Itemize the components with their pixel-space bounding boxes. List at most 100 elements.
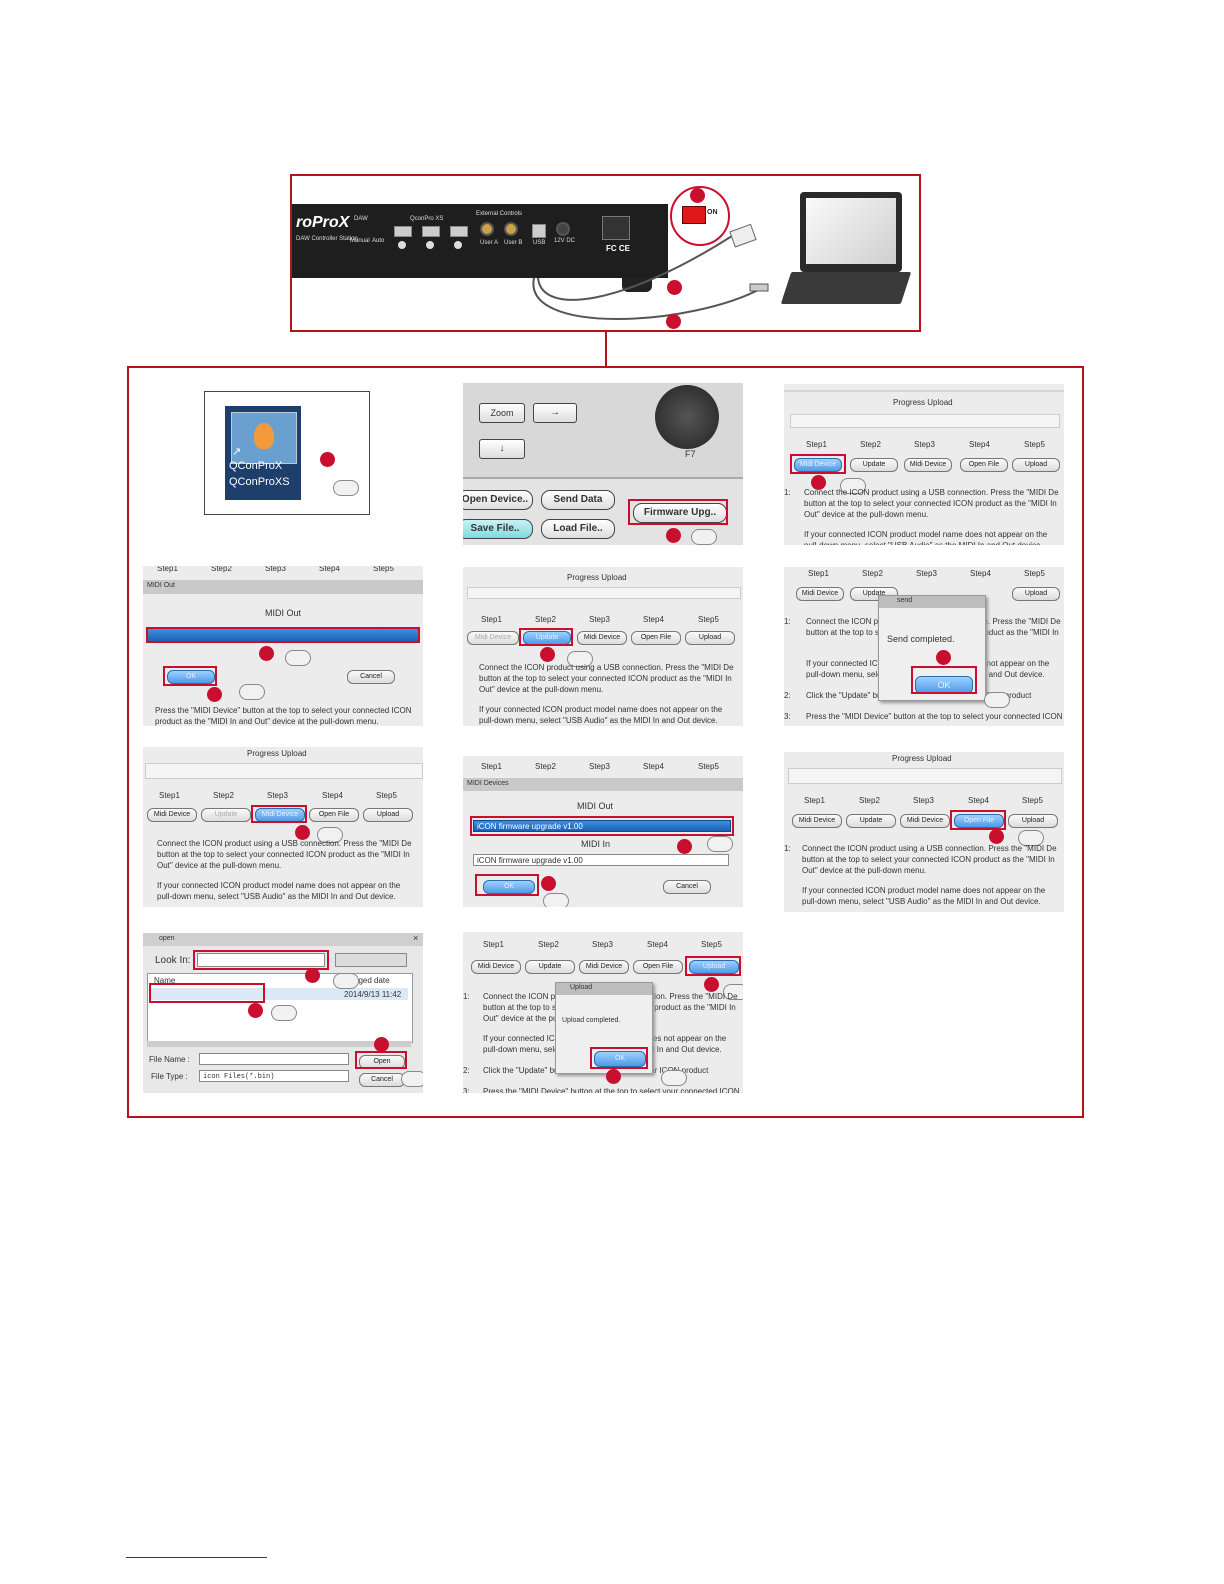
highlight-box bbox=[590, 1047, 648, 1069]
mouse-click-icon bbox=[661, 1070, 687, 1086]
step1-label: Step1 bbox=[806, 440, 827, 449]
instruction-line: button at the top to select your connect… bbox=[802, 855, 1055, 864]
open-device-button[interactable]: Open Device.. bbox=[463, 490, 533, 510]
name-column-header[interactable]: Name bbox=[154, 976, 176, 985]
upload-message: Upload completed. bbox=[562, 1017, 621, 1024]
midi-out-select[interactable]: iCON firmware upgrade v1.00 bbox=[473, 820, 731, 832]
step-marker-dot bbox=[704, 977, 719, 992]
step4-label: Step4 bbox=[643, 615, 664, 624]
highlight-box bbox=[193, 950, 329, 970]
usb-port-3 bbox=[450, 226, 468, 237]
open-file-button[interactable]: Open File bbox=[960, 458, 1008, 472]
midi-device-button[interactable]: Midi Device bbox=[467, 631, 519, 645]
upload-dialog: Upload Upload completed. OK bbox=[555, 982, 653, 1074]
zoom-button[interactable]: Zoom bbox=[479, 403, 525, 423]
firmware-upgrade-button[interactable]: Firmware Upg.. bbox=[633, 503, 727, 523]
save-file-button[interactable]: Save File.. bbox=[463, 519, 533, 539]
note-line: product as the "MIDI In and Out" device … bbox=[155, 717, 379, 726]
qconpro-label: QconPro XS bbox=[410, 216, 444, 222]
ok-button[interactable]: OK bbox=[167, 670, 215, 684]
step2-label: Step2 bbox=[538, 940, 559, 949]
midi-device-button-2[interactable]: Midi Device bbox=[255, 808, 305, 822]
date-column-header[interactable]: nged date bbox=[354, 976, 390, 985]
midi-in-select[interactable]: iCON firmware upgrade v1.00 bbox=[473, 854, 729, 866]
instruction-line: pull-down menu, select "USB Audio" as th… bbox=[479, 716, 718, 725]
horizontal-scrollbar[interactable] bbox=[147, 1041, 411, 1047]
midi-device-button-2[interactable]: Midi Device bbox=[579, 960, 629, 974]
laptop-display bbox=[806, 198, 896, 264]
midi-device-button[interactable]: Midi Device bbox=[792, 814, 842, 828]
instruction-line: If your connected ICON product model nam… bbox=[157, 881, 401, 890]
mouse-click-icon bbox=[285, 650, 311, 666]
f7-label: F7 bbox=[685, 449, 696, 459]
file-row[interactable] bbox=[150, 988, 408, 1000]
highlight-box bbox=[628, 499, 728, 525]
midi-device-button[interactable]: Midi Device bbox=[471, 960, 521, 974]
step-marker-dot bbox=[541, 876, 556, 891]
open-file-button[interactable]: Open File bbox=[631, 631, 681, 645]
instruction-line: Connect the ICON product using a USB con… bbox=[479, 663, 734, 672]
upload-button[interactable]: Upload bbox=[363, 808, 413, 822]
mouse-click-icon bbox=[984, 692, 1010, 708]
dc-jack bbox=[556, 222, 570, 236]
midi-device-button[interactable]: Midi Device bbox=[796, 587, 844, 601]
upload-button[interactable]: Upload bbox=[685, 631, 735, 645]
shortcut-arrow-icon: ↗ bbox=[232, 446, 242, 458]
upload-button[interactable]: Upload bbox=[1008, 814, 1058, 828]
red-rocker-switch bbox=[682, 206, 706, 224]
update-button[interactable]: Update bbox=[201, 808, 251, 822]
step1-label: Step1 bbox=[483, 940, 504, 949]
step2-label: Step2 bbox=[213, 791, 234, 800]
send-data-button[interactable]: Send Data bbox=[541, 490, 615, 510]
file-type-select[interactable]: icon Files(*.bin) bbox=[199, 1070, 349, 1082]
step2-label: Step2 bbox=[535, 615, 556, 624]
open-file-button[interactable]: Open File bbox=[633, 960, 683, 974]
upload-button[interactable]: Upload bbox=[1012, 587, 1060, 601]
midi-devices-screenshot: Step1 Step2 Step3 Step4 Step5 MIDI Devic… bbox=[463, 756, 743, 907]
step-marker-dot bbox=[667, 280, 682, 295]
step-marker-dot bbox=[374, 1037, 389, 1052]
cancel-button[interactable]: Cancel bbox=[663, 880, 711, 894]
toolbar-icons[interactable] bbox=[335, 953, 407, 967]
right-arrow-button[interactable]: → bbox=[533, 403, 577, 423]
step5-label: Step5 bbox=[1024, 569, 1045, 578]
step4-label: Step4 bbox=[643, 762, 664, 771]
step1-label: Step1 bbox=[481, 762, 502, 771]
usb-b-port bbox=[532, 224, 546, 238]
external-controls-label: External Controls bbox=[476, 211, 523, 217]
ok-button[interactable]: OK bbox=[483, 880, 535, 894]
update-button[interactable]: Update bbox=[850, 458, 898, 472]
cancel-button[interactable]: Cancel bbox=[359, 1073, 405, 1087]
midi-device-button[interactable]: Midi Device bbox=[794, 458, 842, 472]
midi-device-button[interactable]: Midi Device bbox=[147, 808, 197, 822]
app-icon[interactable]: ↗ bbox=[231, 412, 297, 464]
progress-title: Progress Upload bbox=[893, 398, 953, 407]
usb-label: USB bbox=[533, 240, 546, 246]
update-button[interactable]: Update bbox=[525, 960, 575, 974]
upload-ok-button[interactable]: OK bbox=[594, 1051, 646, 1067]
look-in-select[interactable] bbox=[197, 953, 325, 967]
progress-upload-screenshot-4: Progress Upload Step1 Step2 Step3 Step4 … bbox=[784, 752, 1064, 912]
midi-device-button-2[interactable]: Midi Device bbox=[577, 631, 627, 645]
step2-label: Step2 bbox=[211, 566, 232, 573]
file-name-input[interactable] bbox=[199, 1053, 349, 1065]
upload-button[interactable]: Upload bbox=[689, 960, 739, 974]
open-file-button[interactable]: Open File bbox=[309, 808, 359, 822]
laptop-keyboard bbox=[780, 272, 912, 304]
icon-label-1: QConProX bbox=[229, 460, 283, 472]
cancel-button[interactable]: Cancel bbox=[347, 670, 395, 684]
fcc-ce-mark: FC CE bbox=[606, 244, 630, 253]
update-button[interactable]: Update bbox=[846, 814, 896, 828]
midi-device-button-2[interactable]: Midi Device bbox=[900, 814, 950, 828]
midi-device-button-2[interactable]: Midi Device bbox=[904, 458, 952, 472]
step3-label: Step3 bbox=[589, 762, 610, 771]
jog-wheel[interactable] bbox=[655, 385, 719, 449]
open-file-button[interactable]: Open File bbox=[954, 814, 1004, 828]
upload-button[interactable]: Upload bbox=[1012, 458, 1060, 472]
send-dialog: send Send completed. OK bbox=[878, 595, 986, 701]
close-icon[interactable]: × bbox=[413, 933, 419, 943]
send-dialog-title-bar: send bbox=[879, 596, 985, 608]
load-file-button[interactable]: Load File.. bbox=[541, 519, 615, 539]
dc-label: 12V DC bbox=[554, 238, 576, 244]
down-arrow-button[interactable]: ↓ bbox=[479, 439, 525, 459]
